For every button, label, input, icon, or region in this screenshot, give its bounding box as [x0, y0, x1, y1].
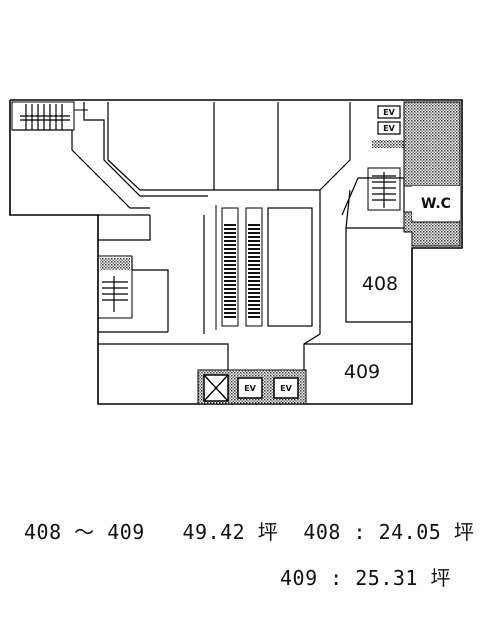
unit-408-separator: :: [353, 520, 367, 544]
left-rooms: [98, 215, 229, 372]
unit-408-room: 408: [303, 520, 341, 544]
wc-area: W.C: [403, 101, 461, 247]
escalator-right: [245, 207, 263, 327]
room-label-408: 408: [362, 273, 398, 295]
unit-409-separator: :: [330, 566, 343, 590]
total-area-unit: 坪: [257, 520, 279, 544]
room-label-409: 409: [344, 361, 380, 383]
unit-409-unit: 坪: [430, 566, 452, 590]
top-central-block: [107, 102, 351, 191]
elevator-top-2: EV: [377, 121, 401, 135]
total-area-value: 49.42: [182, 520, 246, 544]
area-summary-409: 409 : 25.31 坪: [280, 562, 451, 591]
svg-text:EV: EV: [383, 108, 395, 117]
range-separator: ～: [74, 520, 95, 544]
floor-plan: EV EV W.C 408 409 EV EV: [9, 99, 463, 405]
escalator-left: [215, 205, 239, 330]
stair-right: [341, 167, 405, 216]
range-to: 409: [107, 520, 145, 544]
building-outline: [9, 99, 463, 405]
elevator-top-1: EV: [377, 105, 401, 119]
stair-top-left: [11, 101, 88, 131]
elevator-hall: EV EV: [197, 369, 307, 405]
svg-text:EV: EV: [383, 124, 395, 133]
svg-text:EV: EV: [244, 384, 256, 393]
elevator-bottom-2: EV: [273, 377, 299, 399]
unit-408-unit: 坪: [453, 520, 475, 544]
left-corridor: [12, 102, 208, 216]
range-from: 408: [24, 520, 62, 544]
area-summary-total: 408 ～ 409 49.42 坪 408 : 24.05 坪: [24, 516, 474, 545]
svg-text:EV: EV: [280, 384, 292, 393]
unit-409-value: 25.31: [355, 566, 418, 590]
unit-408-value: 24.05: [378, 520, 442, 544]
elevator-shaft-hatch: [372, 140, 404, 148]
stair-left-middle: [97, 255, 133, 319]
unit-409-room: 409: [280, 566, 318, 590]
wc-label: W.C: [421, 196, 451, 212]
void-opening: [267, 207, 313, 327]
elevator-bottom-1: EV: [237, 377, 263, 399]
shaft-box-crossed: [203, 374, 229, 402]
